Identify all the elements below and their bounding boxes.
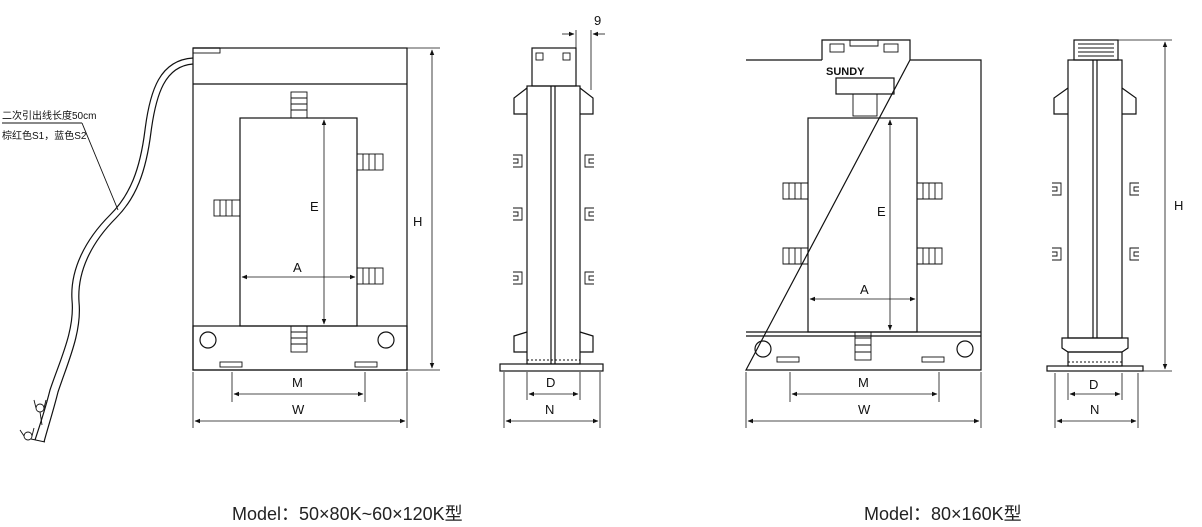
- right-model-caption: Model：80×160K型: [864, 504, 1022, 524]
- dim-label-m: M: [292, 375, 303, 390]
- left-base-plate: [192, 325, 408, 371]
- cable-lug-s2: [19, 427, 46, 443]
- dim-label-h: H: [1174, 198, 1183, 213]
- right-side-view: H D N: [1046, 39, 1183, 428]
- left-housing-outline: [192, 47, 408, 371]
- cable-note-line1: 二次引出线长度50cm: [2, 109, 96, 122]
- right-housing-outline: [745, 59, 982, 371]
- mount-hole-right: [377, 331, 395, 349]
- left-front-view: 二次引出线长度50cm 棕红色S1，蓝色S2: [2, 47, 440, 443]
- secondary-cable: [34, 57, 194, 441]
- dim-label-n: N: [1090, 402, 1099, 417]
- dim-label-w: W: [292, 402, 305, 417]
- mount-hole-left: [199, 331, 217, 349]
- dim-label-n: N: [545, 402, 554, 417]
- cable-note-line2: 棕红色S1，蓝色S2: [2, 129, 87, 142]
- mount-hole-left: [754, 340, 772, 358]
- cable-note-leader: [81, 122, 119, 211]
- left-model-caption: Model：50×80K~60×120K型: [232, 504, 463, 524]
- dim-label-d: D: [1089, 377, 1098, 392]
- left-side-view: 9 D N: [499, 13, 605, 428]
- dim-label-d: D: [546, 375, 555, 390]
- clip-bottom: [290, 325, 308, 353]
- left-side-body: [526, 85, 581, 365]
- clip-top: [290, 91, 308, 119]
- terminal-box: [821, 39, 911, 60]
- dim-label-e: E: [310, 199, 319, 214]
- dim-label-gap: 9: [594, 13, 601, 28]
- clip-right-lower: [356, 267, 384, 285]
- right-side-body: [1067, 59, 1123, 339]
- dim-label-w: W: [858, 402, 871, 417]
- dim-label-h: H: [413, 214, 422, 229]
- brand-label: SUNDY: [826, 66, 865, 78]
- mount-hole-right: [956, 340, 974, 358]
- right-front-view: SUNDY A E M: [745, 39, 982, 428]
- clip-bottom: [854, 331, 872, 361]
- dim-label-a: A: [293, 260, 302, 275]
- clip-left: [213, 199, 241, 217]
- dim-label-e: E: [877, 204, 886, 219]
- dim-label-m: M: [858, 375, 869, 390]
- left-primary-window: [239, 117, 358, 327]
- clip-right-upper: [356, 153, 384, 171]
- cable-lug-s1: [33, 399, 47, 426]
- dim-label-a: A: [860, 282, 869, 297]
